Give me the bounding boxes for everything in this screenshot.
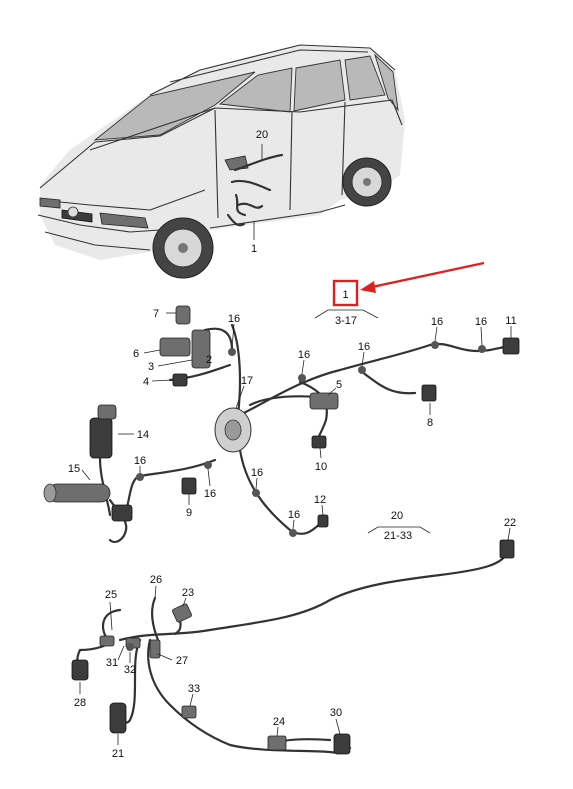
callout-24: 24 [273,716,285,728]
callout-27: 27 [176,655,188,667]
callout-6: 6 [133,348,139,360]
callout-16-c: 16 [358,341,370,353]
car-label-1: 1 [251,243,257,255]
callout-30: 30 [330,707,342,719]
highlight-marker [332,261,485,307]
group-range-1: 3-17 [335,315,357,327]
callout-14: 14 [137,429,149,441]
callout-31: 31 [106,657,118,669]
callout-16-f: 16 [134,455,146,467]
car-label-20: 20 [256,129,268,141]
callout-16-d: 16 [431,316,443,328]
harness-20 [71,527,515,755]
callout-25: 25 [105,589,117,601]
callout-8: 8 [427,417,433,429]
callout-28: 28 [74,697,86,709]
callout-15: 15 [68,463,80,475]
callout-32: 32 [124,664,136,676]
group-bracket-1 [314,309,379,319]
callout-11: 11 [505,315,516,327]
callout-17: 17 [241,375,253,387]
callout-16-i: 16 [288,509,300,521]
callout-16-e: 16 [475,316,487,328]
highlight-label: 1 [342,289,348,301]
highlight-box [332,279,359,307]
callout-9: 9 [186,507,192,519]
callout-23: 23 [182,587,194,599]
callout-12: 12 [314,494,326,506]
callout-26: 26 [150,574,162,586]
callout-10: 10 [315,461,327,473]
car-illustration [37,44,405,279]
callout-5: 5 [336,379,342,391]
callout-4: 4 [143,376,149,388]
group-bracket-20 [367,526,431,534]
callout-2: 2 [206,354,212,366]
callout-7: 7 [153,308,159,320]
callout-3: 3 [148,361,154,373]
callout-22: 22 [504,517,516,529]
callout-16-a: 16 [228,313,240,325]
highlight-arrow [371,261,485,289]
callout-16-g: 16 [251,467,263,479]
group-label-20: 20 [391,510,403,522]
callout-21: 21 [112,748,124,760]
callout-16-h: 16 [204,488,216,500]
callout-33: 33 [188,683,200,695]
group-range-20: 21-33 [384,530,412,542]
callout-16-b: 16 [298,349,310,361]
harness-1 [43,305,520,544]
highlight-arrowhead [360,281,376,293]
